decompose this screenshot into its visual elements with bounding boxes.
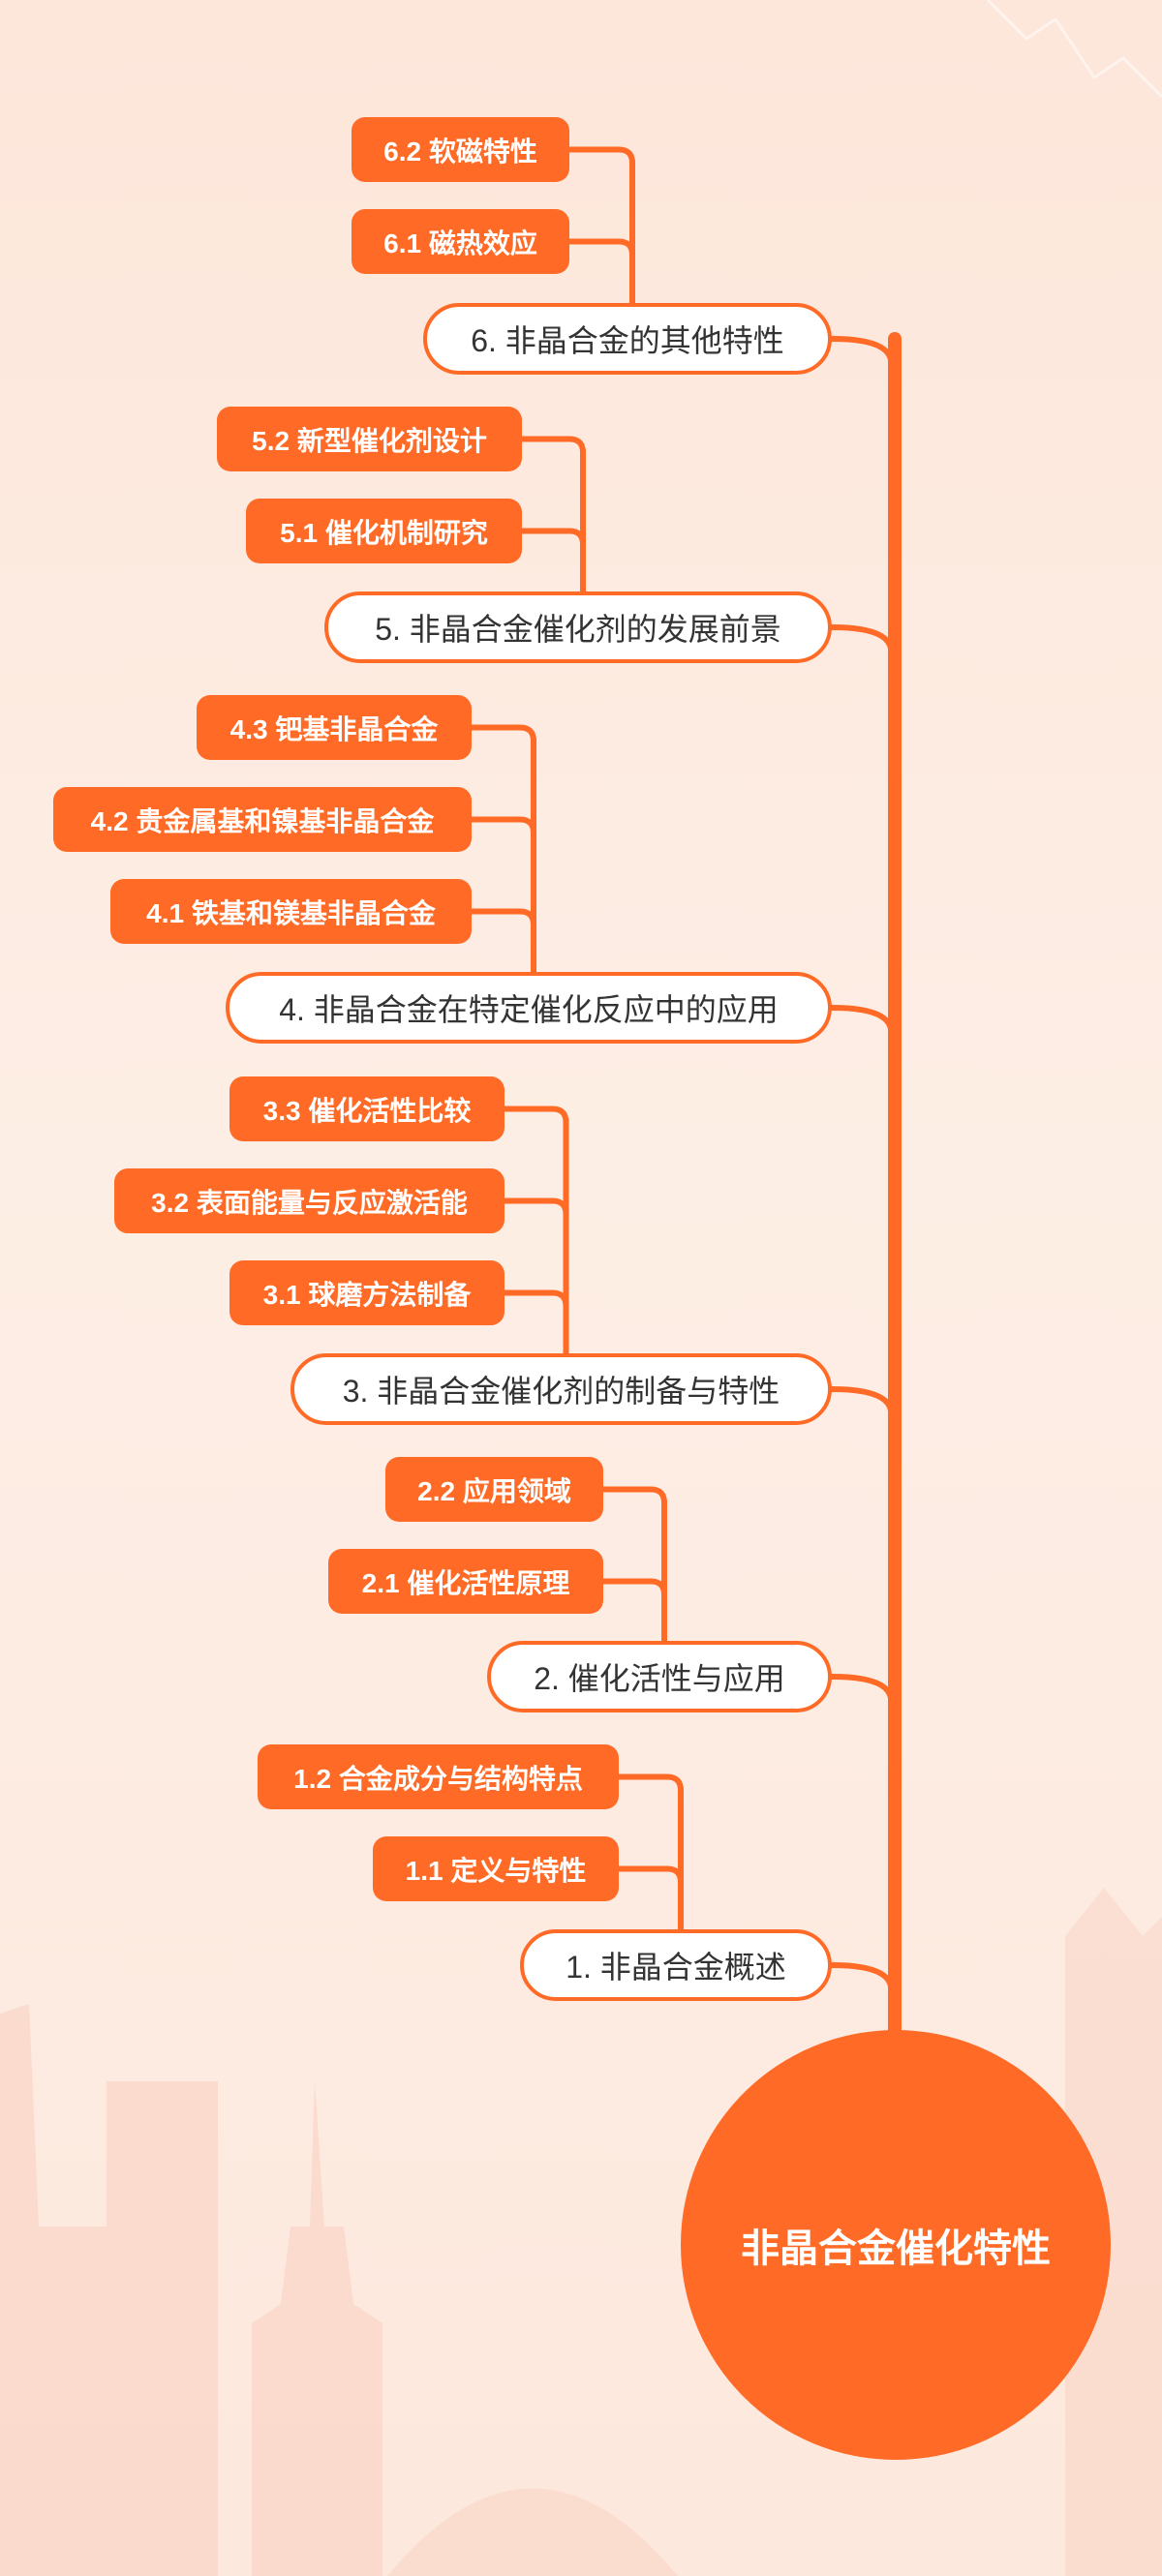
topic-connector — [829, 1674, 894, 1701]
subtopic-node[interactable]: 3.3 催化活性比较 — [229, 1076, 505, 1141]
topic-connector — [829, 1005, 894, 1032]
subtopic-node[interactable]: 3.2 表面能量与反应激活能 — [114, 1168, 505, 1233]
subtopic-connector — [616, 1773, 684, 1794]
topic-node[interactable]: 5. 非晶合金催化剂的发展前景 — [324, 591, 832, 663]
subtopic-node[interactable]: 1.1 定义与特性 — [373, 1836, 619, 1901]
subtopic-connector — [502, 1289, 569, 1310]
subtopic-connector — [566, 238, 635, 258]
subtopic-connector — [566, 146, 635, 167]
subtopic-node[interactable]: 6.2 软磁特性 — [352, 117, 569, 182]
subtopic-connector — [519, 528, 586, 548]
subtopic-connector — [519, 436, 586, 456]
topic-connector — [829, 336, 894, 363]
subtopic-node[interactable]: 2.1 催化活性原理 — [328, 1549, 603, 1614]
subtopic-node[interactable]: 4.2 贵金属基和镍基非晶合金 — [53, 787, 472, 852]
topic-connector — [829, 1386, 894, 1413]
subtopic-connector — [616, 1865, 684, 1886]
subtopic-node[interactable]: 3.1 球磨方法制备 — [229, 1260, 505, 1325]
subtopic-connector — [502, 1197, 569, 1218]
topic-node[interactable]: 1. 非晶合金概述 — [520, 1929, 832, 2001]
subtopic-node[interactable]: 5.2 新型催化剂设计 — [217, 407, 522, 471]
subtopic-node[interactable]: 4.1 铁基和镁基非晶合金 — [110, 879, 472, 944]
root-node[interactable]: 非晶合金催化特性 — [681, 2030, 1111, 2460]
subtopic-connector — [469, 908, 536, 928]
topic-node[interactable]: 2. 催化活性与应用 — [487, 1641, 832, 1712]
subtopic-connector — [469, 724, 536, 744]
topic-connector — [829, 1962, 894, 1989]
subtopic-connector — [502, 1106, 569, 1126]
subtopic-node[interactable]: 4.3 钯基非晶合金 — [197, 695, 472, 760]
subtopic-node[interactable]: 6.1 磁热效应 — [352, 209, 569, 274]
subtopic-node[interactable]: 2.2 应用领域 — [385, 1457, 603, 1522]
subtopic-connector — [600, 1486, 667, 1506]
topic-node[interactable]: 6. 非晶合金的其他特性 — [423, 303, 832, 375]
subtopic-connector — [600, 1578, 667, 1598]
subtopic-node[interactable]: 1.2 合金成分与结构特点 — [258, 1744, 619, 1809]
topic-node[interactable]: 4. 非晶合金在特定催化反应中的应用 — [226, 972, 832, 1044]
subtopic-connector — [469, 816, 536, 836]
subtopic-node[interactable]: 5.1 催化机制研究 — [246, 499, 522, 563]
topic-connector — [829, 624, 894, 652]
topic-node[interactable]: 3. 非晶合金催化剂的制备与特性 — [290, 1353, 832, 1425]
